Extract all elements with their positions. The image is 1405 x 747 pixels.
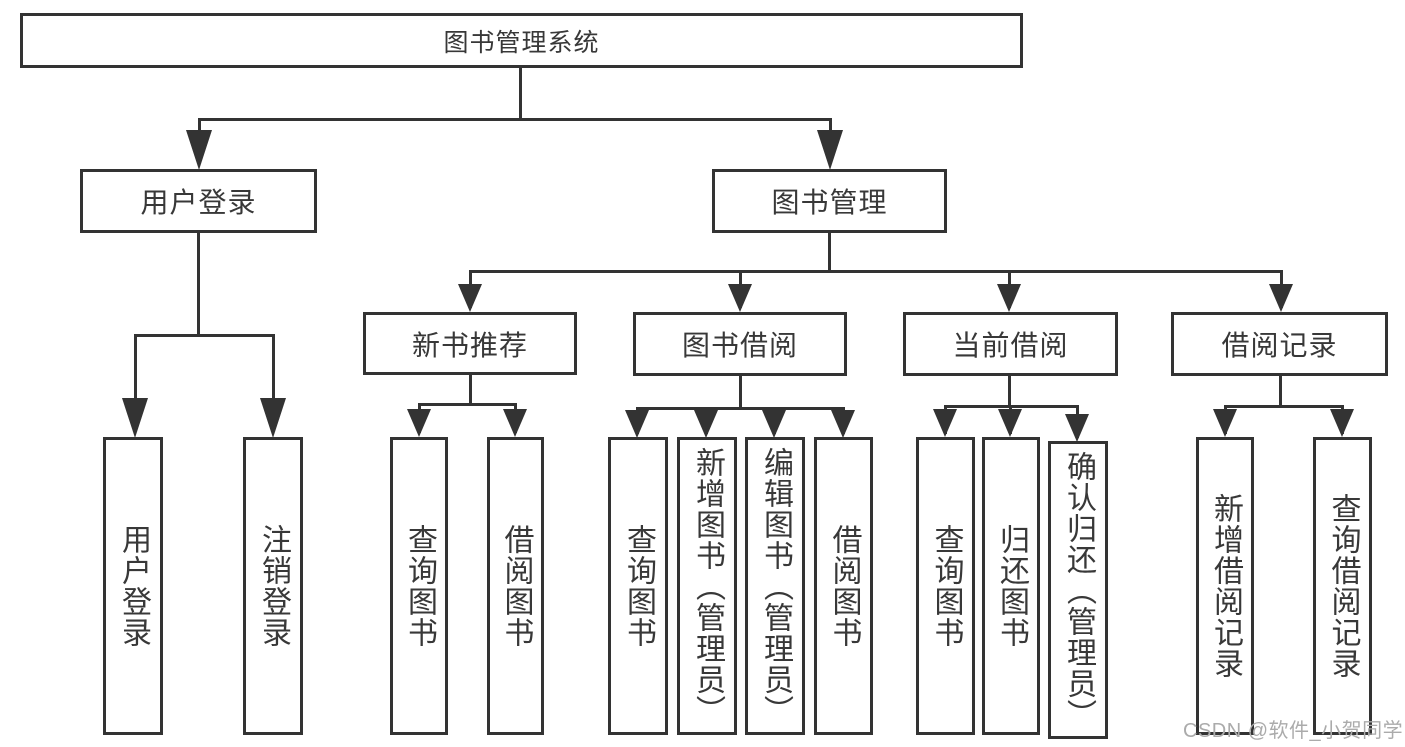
- arrow-down-icon: [997, 284, 1021, 312]
- node-borrow-records: 借阅记录: [1171, 312, 1388, 376]
- node-user-login: 用户登录: [80, 169, 317, 233]
- arrow-down-icon: [817, 130, 843, 170]
- node-label: 查询借阅记录: [1326, 493, 1360, 679]
- leaf-current-query-books: 查询图书: [916, 437, 975, 735]
- node-label: 当前借阅: [952, 330, 1069, 361]
- node-label: 新增借阅记录: [1209, 493, 1242, 679]
- node-library-system: 图书管理系统: [20, 13, 1023, 68]
- arrow-down-icon: [407, 409, 431, 437]
- node-label: 借阅图书: [827, 524, 861, 648]
- arrow-down-icon: [503, 409, 527, 437]
- csdn-watermark: CSDN @软件_小贺同学: [1183, 720, 1404, 742]
- node-label: 借阅图书: [499, 524, 533, 648]
- node-label: 用户登录: [117, 524, 150, 648]
- arrow-down-icon: [728, 284, 752, 312]
- node-label: 确认归还（管理员）: [1062, 450, 1095, 730]
- leaf-borrow-add-books-admin: 新增图书（管理员）: [677, 437, 737, 735]
- node-label: 借阅记录: [1221, 330, 1338, 361]
- connector-line: [134, 334, 274, 337]
- connector-line: [469, 270, 1282, 273]
- arrow-down-icon: [1330, 409, 1354, 437]
- connector-line: [1008, 376, 1011, 405]
- arrow-down-icon: [933, 409, 957, 437]
- leaf-recommend-borrow-books: 借阅图书: [487, 437, 544, 735]
- arrow-down-icon: [186, 130, 212, 170]
- leaf-records-add: 新增借阅记录: [1196, 437, 1254, 735]
- leaf-user-login: 用户登录: [103, 437, 163, 735]
- node-label: 编辑图书（管理员）: [759, 446, 792, 726]
- connector-line: [828, 233, 831, 270]
- arrow-down-icon: [694, 410, 718, 438]
- arrow-down-icon: [998, 409, 1022, 437]
- node-label: 新增图书（管理员）: [691, 446, 724, 726]
- connector-line: [197, 233, 200, 334]
- arrow-down-icon: [762, 410, 786, 438]
- leaf-records-query: 查询借阅记录: [1313, 437, 1372, 735]
- node-new-book-recommend: 新书推荐: [363, 312, 577, 375]
- leaf-borrow-borrow-books: 借阅图书: [814, 437, 873, 735]
- node-label: 用户登录: [140, 187, 257, 218]
- node-book-borrow: 图书借阅: [633, 312, 847, 376]
- node-label: 图书管理: [771, 187, 888, 218]
- node-label: 新书推荐: [411, 329, 528, 361]
- connector-line: [469, 375, 472, 403]
- arrow-down-icon: [122, 398, 148, 438]
- connector-line: [739, 376, 742, 407]
- node-label: 查询图书: [929, 524, 963, 648]
- connector-line: [1224, 405, 1343, 408]
- connector-line: [519, 68, 522, 118]
- arrow-down-icon: [625, 410, 649, 438]
- arrow-down-icon: [1213, 409, 1237, 437]
- leaf-recommend-query-books: 查询图书: [390, 437, 448, 735]
- arrow-down-icon: [1065, 414, 1089, 442]
- leaf-logout: 注销登录: [243, 437, 303, 735]
- node-current-borrow: 当前借阅: [903, 312, 1118, 376]
- connector-line: [134, 334, 137, 431]
- leaf-current-return-books: 归还图书: [982, 437, 1040, 735]
- node-label: 归还图书: [995, 524, 1028, 648]
- leaf-borrow-edit-books-admin: 编辑图书（管理员）: [745, 437, 805, 735]
- leaf-borrow-query-books: 查询图书: [608, 437, 668, 735]
- node-label: 查询图书: [622, 524, 655, 648]
- connector-line: [418, 403, 516, 406]
- node-label: 查询图书: [403, 524, 436, 648]
- arrow-down-icon: [458, 284, 482, 312]
- leaf-current-confirm-return-admin: 确认归还（管理员）: [1048, 441, 1108, 739]
- node-label: 图书管理系统: [443, 28, 600, 57]
- arrow-down-icon: [260, 398, 286, 438]
- connector-line: [1279, 376, 1282, 405]
- node-label: 图书借阅: [681, 330, 798, 361]
- node-label: 注销登录: [257, 524, 290, 648]
- connector-line: [198, 118, 831, 121]
- connector-line: [636, 407, 844, 410]
- connector-line: [272, 334, 275, 431]
- arrow-down-icon: [1269, 284, 1293, 312]
- node-book-management: 图书管理: [712, 169, 947, 233]
- arrow-down-icon: [831, 410, 855, 438]
